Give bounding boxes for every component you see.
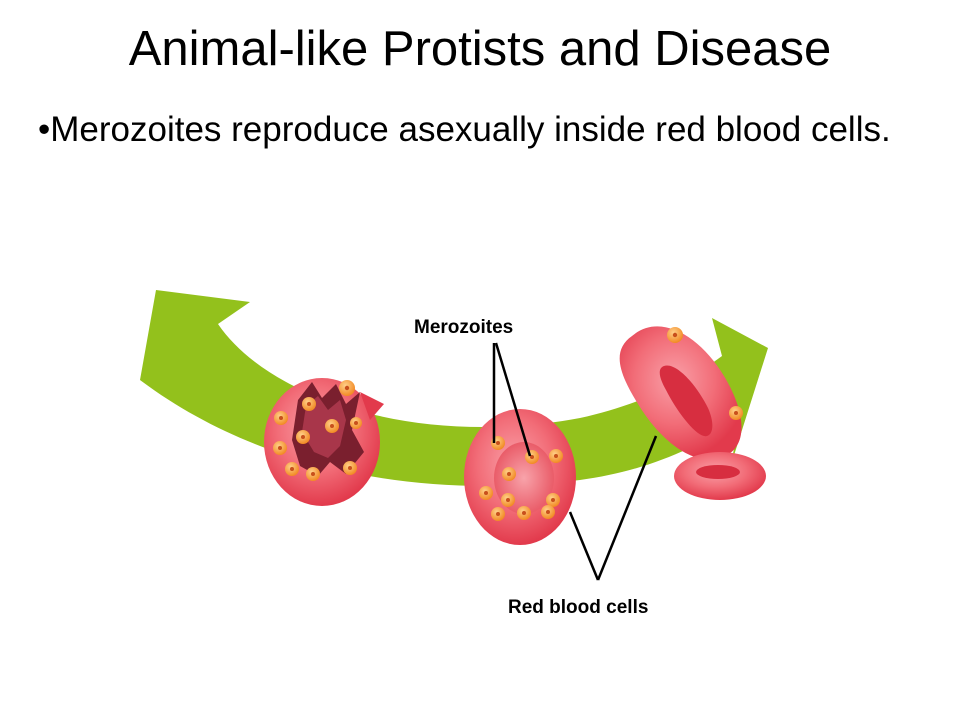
rbc-leader-line <box>568 511 600 581</box>
merozoite <box>491 507 505 521</box>
merozoite <box>285 462 299 476</box>
red-blood-cell-flat <box>674 452 766 500</box>
merozoite <box>729 406 743 420</box>
leader-lines <box>492 342 658 581</box>
merozoite <box>667 327 683 343</box>
merozoite-leader-line <box>494 342 532 457</box>
merozoite <box>501 493 515 507</box>
merozoite <box>339 380 355 396</box>
merozoite <box>502 467 516 481</box>
red-blood-cells-label: Red blood cells <box>508 597 649 618</box>
merozoite <box>306 467 320 481</box>
merozoite <box>479 486 493 500</box>
infected-red-blood-cell <box>464 409 576 545</box>
merozoite <box>296 430 310 444</box>
red-blood-cell-tilted <box>619 326 742 460</box>
merozoite <box>302 397 316 411</box>
merozoite <box>517 506 531 520</box>
merozoite <box>549 449 563 463</box>
merozoite <box>541 505 555 519</box>
merozoite <box>325 419 339 433</box>
merozoite <box>274 411 288 425</box>
merozoite-group <box>273 327 743 521</box>
merozoites-label: Merozoites <box>414 317 514 338</box>
merozoite <box>525 450 539 464</box>
merozoite <box>350 417 362 429</box>
rbc-leader-line <box>596 435 658 581</box>
slide-title: Animal-like Protists and Disease <box>128 22 832 76</box>
merozoite <box>273 441 287 455</box>
merozoite <box>546 493 560 507</box>
merozoite <box>343 461 357 475</box>
bullet-text: •Merozoites reproduce asexually inside r… <box>38 110 891 149</box>
